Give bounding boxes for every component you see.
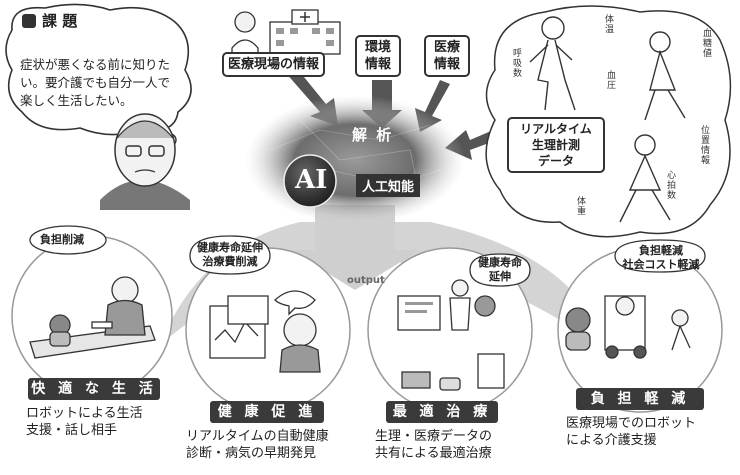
vital-label: 心拍数 [665, 170, 675, 200]
output-label: output [347, 275, 385, 286]
care-robot-scene [565, 295, 691, 359]
vital-label: 位置情報 [699, 125, 709, 165]
ai-circle [283, 154, 337, 208]
outcome-description: リアルタイムの自動健康 診断・病気の早期発見 [186, 429, 329, 461]
ai-description: 人工知能 [356, 174, 421, 197]
vital-label: 血圧 [605, 70, 615, 90]
vital-label: 体重 [575, 196, 585, 216]
issue-text: 症状が悪くなる前に知りたい。要介護でも自分一人で楽しく生活したい。 [20, 57, 171, 108]
input-realtime: リアルタイム 生理計測 データ [507, 117, 605, 173]
outcome-description: 生理・医療データの 共有による最適治療 [375, 429, 493, 461]
outcome-description: 医療現場でのロボット による介護支援 [566, 416, 697, 448]
vital-label: 血糖値 [701, 28, 711, 58]
thought-cloud [5, 3, 192, 136]
health-monitor-scene [209, 290, 321, 373]
outcome-tag: 負担軽減 社会コスト軽減 [622, 244, 700, 271]
hospital-illustration [231, 9, 341, 55]
analysis-label: 解 析 [352, 126, 394, 144]
outcome-title: 健 康 促 進 [210, 401, 324, 423]
issue-heading: 課 題 [22, 10, 77, 31]
outcome-tag: 健康寿命 延伸 [478, 256, 522, 283]
issue-heading-marker [22, 14, 36, 28]
realtime-cloud [485, 5, 732, 238]
elderly-man-illustration [100, 113, 190, 210]
ai-label: AI [295, 165, 328, 195]
outcome-title: 負 担 軽 減 [576, 388, 704, 410]
input-environment: 環境 情報 [355, 35, 401, 77]
outcome-description: ロボットによる生活 支援・話し相手 [26, 406, 143, 438]
outcome-title: 快 適 な 生 活 [28, 378, 160, 400]
ai-glow [245, 95, 465, 225]
outcome-tag: 健康寿命延伸 治療費削減 [197, 241, 263, 268]
tag-bubbles [29, 225, 706, 287]
walking-people-illustration [529, 16, 686, 223]
data-sharing-scene [397, 279, 505, 391]
input-medical: 医療 情報 [424, 35, 470, 77]
vital-label: 体温 [603, 14, 613, 34]
outcome-title: 最 適 治 療 [386, 401, 498, 423]
vital-label: 呼吸数 [511, 48, 521, 78]
robot-dinner-scene [29, 276, 156, 359]
outcome-tag: 負担削減 [40, 233, 84, 246]
input-medical-site: 医療現場の情報 [222, 52, 326, 77]
